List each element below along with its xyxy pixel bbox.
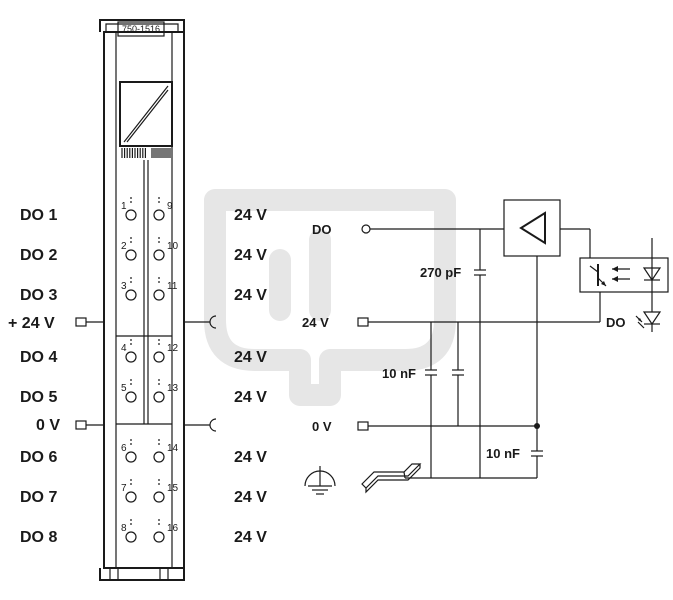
schematic-wires: [357, 199, 601, 479]
contact-hole-12: [153, 351, 165, 363]
contact-hole-1: [125, 209, 137, 221]
contact-hole-8: [125, 531, 137, 543]
watermark: [204, 189, 456, 406]
contact-hole-10: [153, 249, 165, 261]
label-do2: DO 2: [20, 247, 57, 264]
contact-hole-14: [153, 451, 165, 463]
optocoupler: [579, 238, 669, 298]
cap-10nf-a-label: 10 nF: [382, 366, 416, 381]
pin-number-11: 11: [167, 281, 178, 292]
contact-hole-6: [125, 451, 137, 463]
schematic-24v-label: 24 V: [302, 315, 329, 330]
schematic-do-label: DO: [312, 222, 332, 237]
label-right-24v-4: 24 V: [234, 349, 267, 366]
pin-number-6: 6: [121, 443, 127, 454]
contact-hole-3: [125, 289, 137, 301]
pin-number-12: 12: [167, 343, 179, 354]
part-number-box: [117, 21, 165, 37]
pin-number-9: 9: [167, 201, 173, 212]
pin-number-5: 5: [121, 383, 127, 394]
label-do5: DO 5: [20, 389, 57, 406]
contact-hole-9: [153, 209, 165, 221]
contact-hole-11: [153, 289, 165, 301]
label-do7: DO 7: [20, 489, 57, 506]
contact-hole-2: [125, 249, 137, 261]
schematic-0v-label: 0 V: [312, 419, 332, 434]
contact-hole-4: [125, 351, 137, 363]
pin-number-10: 10: [167, 241, 179, 252]
pin-number-15: 15: [167, 483, 179, 494]
cap-270pf-label: 270 pF: [420, 265, 461, 280]
label-do8: DO 8: [20, 529, 57, 546]
contact-hole-13: [153, 391, 165, 403]
pin-number-4: 4: [121, 343, 127, 354]
label-right-24v-8: 24 V: [234, 529, 267, 546]
terminal-contacts: [125, 197, 165, 543]
led-comb: [121, 148, 171, 158]
pin-number-1: 1: [121, 201, 127, 212]
label-right-24v-1: 24 V: [234, 207, 267, 224]
label-right-24v-6: 24 V: [234, 449, 267, 466]
label-right-24v-5: 24 V: [234, 389, 267, 406]
label-do1: DO 1: [20, 207, 57, 224]
pin-number-8: 8: [121, 523, 127, 534]
status-window: [119, 81, 173, 147]
pin-number-16: 16: [167, 523, 179, 534]
led-icon: [635, 298, 662, 332]
label-do6: DO 6: [20, 449, 57, 466]
label-do4: DO 4: [20, 349, 57, 366]
output-driver-box: [503, 199, 561, 257]
pin-number-13: 13: [167, 383, 179, 394]
part-number: 750-1516: [122, 24, 160, 34]
contact-hole-15: [153, 491, 165, 503]
pin-number-7: 7: [121, 483, 127, 494]
contact-hole-16: [153, 531, 165, 543]
label-plus-24v: + 24 V: [8, 315, 55, 332]
contact-hole-7: [125, 491, 137, 503]
pin-number-2: 2: [121, 241, 127, 252]
label-right-24v-7: 24 V: [234, 489, 267, 506]
cap-10nf-b-label: 10 nF: [486, 446, 520, 461]
bus-contacts: [75, 315, 217, 432]
label-do3: DO 3: [20, 287, 57, 304]
label-right-24v-2: 24 V: [234, 247, 267, 264]
contact-hole-5: [125, 391, 137, 403]
ground-icon: [304, 466, 336, 495]
pin-number-3: 3: [121, 281, 127, 292]
module-housing: [99, 19, 185, 581]
led-do-label: DO: [606, 315, 626, 330]
pin-number-14: 14: [167, 443, 179, 454]
label-right-24v-3: 24 V: [234, 287, 267, 304]
din-rail-icon: [361, 463, 422, 494]
label-0v: 0 V: [36, 417, 60, 434]
